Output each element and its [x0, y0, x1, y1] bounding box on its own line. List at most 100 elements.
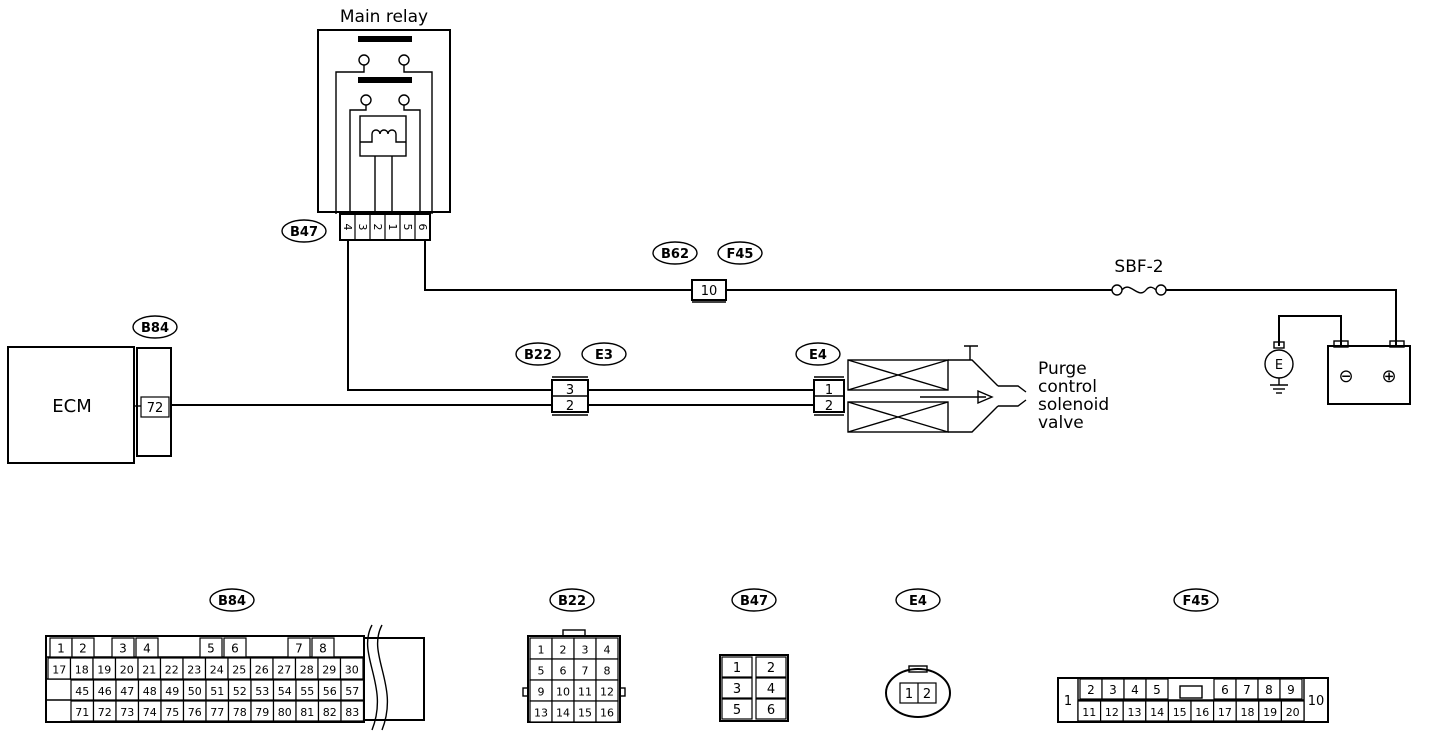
view-tag: E4 — [909, 594, 927, 609]
solenoid-label-1: Purge — [1038, 359, 1087, 379]
tag-b84: B84 — [132, 315, 178, 339]
pin-number: 80 — [278, 706, 292, 719]
battery-minus-icon: ⊖ — [1338, 366, 1353, 387]
pin-number: 9 — [1287, 683, 1295, 697]
pin-number: 51 — [210, 685, 224, 698]
pin-cell — [287, 637, 311, 658]
pin-number: 46 — [98, 685, 112, 698]
pin-number: 5 — [733, 703, 741, 718]
pin-number: 7 — [1243, 683, 1251, 697]
tag-e3: E3 — [581, 342, 627, 366]
pin-number: 14 — [556, 707, 570, 720]
pin-number: 8 — [319, 642, 327, 656]
solenoid-label-3: solenoid — [1038, 395, 1109, 415]
ecm: ECM 72 B84 — [7, 315, 178, 464]
pin-number: 3 — [1109, 683, 1117, 697]
pin-number: 10 — [556, 686, 570, 699]
pin-cell — [311, 637, 335, 658]
pin-number: 8 — [604, 665, 611, 678]
relay-pin: 3 — [356, 224, 369, 231]
pin-number: 17 — [1218, 706, 1232, 719]
main-relay-label: Main relay — [340, 7, 428, 27]
pin-number: 56 — [323, 685, 337, 698]
pin-number: 2 — [767, 661, 775, 676]
pin-cell — [199, 637, 223, 658]
pin-cell — [223, 637, 247, 658]
pin-number: 21 — [142, 664, 156, 677]
pin-number: 74 — [143, 706, 157, 719]
pin-number: 7 — [295, 642, 303, 656]
pin-number: 81 — [300, 706, 314, 719]
pin-number: 30 — [345, 664, 359, 677]
b22-pin: 2 — [566, 399, 574, 414]
pin-number: 71 — [75, 706, 89, 719]
svg-text:B84: B84 — [141, 321, 169, 336]
tag-e4: E4 — [795, 342, 841, 366]
pin-cell — [1280, 700, 1305, 722]
pin-number: 75 — [165, 706, 179, 719]
e4-view-pin: 1 — [905, 687, 913, 702]
e4-pin: 1 — [825, 383, 833, 398]
pin-number: 47 — [120, 685, 134, 698]
view-tag: B47 — [740, 594, 768, 609]
pin-number: 6 — [1221, 683, 1229, 697]
pin-number: 11 — [578, 686, 592, 699]
ground-icon: E — [1275, 358, 1283, 373]
pin-cell — [340, 679, 365, 701]
pin-number: 11 — [1082, 706, 1096, 719]
pin-number: 15 — [1173, 706, 1187, 719]
pin-number: 29 — [322, 664, 336, 677]
pin-number: 53 — [255, 685, 269, 698]
pin-number: 5 — [1153, 683, 1161, 697]
pin-cell — [111, 637, 135, 658]
tag-b22: B22 — [515, 342, 561, 366]
pin-number: 2 — [79, 642, 87, 656]
pin-number: 19 — [97, 664, 111, 677]
connector-b22-e3: 3 2 B22 E3 — [515, 342, 627, 416]
ecm-label: ECM — [52, 396, 91, 417]
svg-text:E4: E4 — [809, 348, 827, 363]
pin-number: 3 — [119, 642, 127, 656]
relay-pin: 1 — [386, 224, 399, 231]
relay-pins: 4 3 2 1 5 6 — [341, 214, 429, 240]
pin-number: 26 — [255, 664, 269, 677]
pin-number: 4 — [604, 644, 611, 657]
f45-pin: 1 — [1064, 694, 1072, 709]
pin-number: 79 — [255, 706, 269, 719]
pin-number: 23 — [187, 664, 201, 677]
pin-cell — [595, 700, 619, 723]
b22-pin: 3 — [566, 383, 574, 398]
pin-cell — [755, 656, 787, 678]
relay-pin: 5 — [401, 224, 414, 231]
pin-number: 14 — [1150, 706, 1164, 719]
wires — [172, 240, 1397, 406]
e4-view-pin: 2 — [923, 687, 931, 702]
tag-f45: F45 — [717, 241, 763, 265]
pin-number: 13 — [534, 707, 548, 720]
pin-number: 28 — [300, 664, 314, 677]
pin-number: 13 — [1128, 706, 1142, 719]
pin-number: 72 — [98, 706, 112, 719]
pin-number: 18 — [75, 664, 89, 677]
pin-number: 77 — [210, 706, 224, 719]
pin-number: 78 — [233, 706, 247, 719]
pin-number: 2 — [1087, 683, 1095, 697]
svg-text:B47: B47 — [290, 225, 318, 240]
view-tag: B84 — [218, 594, 246, 609]
svg-text:B22: B22 — [524, 348, 552, 363]
pin-number: 9 — [538, 686, 545, 699]
pin-cell — [755, 698, 787, 720]
pin-number: 6 — [231, 642, 239, 656]
pin-number: 20 — [1286, 706, 1300, 719]
battery: ⊖ ⊕ — [1327, 340, 1411, 405]
pin-number: 45 — [75, 685, 89, 698]
pin-number: 22 — [165, 664, 179, 677]
pin-number: 82 — [323, 706, 337, 719]
